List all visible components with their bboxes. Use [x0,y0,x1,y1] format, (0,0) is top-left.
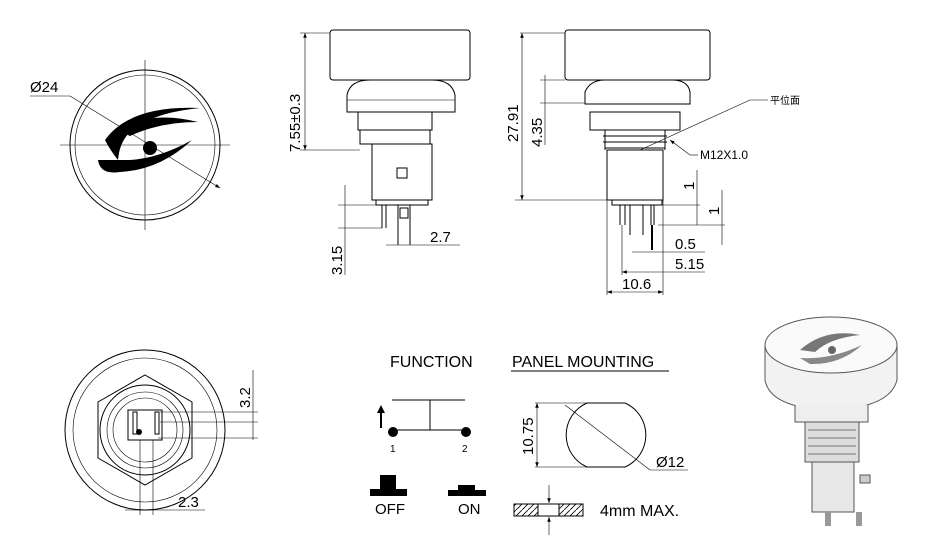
panel-mounting-diagram: PANEL MOUNTING 10.75 Ø12 4mm MAX. [511,354,688,535]
dome-height-dimension: 4.35 [529,118,546,147]
dim-1b: 1 [706,207,723,215]
logo-eye-icon [98,107,200,173]
bottom-view: 3.2 2.3 [64,349,258,515]
terminal-2-label: 2 [462,444,468,455]
flat-face-label: 平位面 [770,94,800,107]
on-label: ON [458,501,481,518]
height-dimension: 7.55±0.3 [287,94,304,152]
bottom-vertical-dimension: 3.2 [237,387,254,408]
on-state-icon [448,485,486,496]
panel-mounting-title: PANEL MOUNTING [512,354,654,371]
pin-width-dimension: 0.5 [675,236,696,253]
thread-label: M12X1.0 [700,148,748,162]
hole-diameter-label: Ø12 [656,454,684,471]
body-width-dimension: 10.6 [622,276,651,293]
arrow-up-icon [377,405,385,428]
terminal-1-label: 1 [390,444,396,455]
flat-dimension: 10.75 [520,417,537,455]
bottom-horizontal-dimension: 2.3 [178,494,199,511]
pin-length-dimension: 3.15 [329,246,346,275]
function-title: FUNCTION [390,354,473,371]
product-render [764,316,898,526]
off-label: OFF [375,501,405,518]
diameter-label: Ø24 [30,79,58,96]
function-diagram: FUNCTION 1 2 OFF ON [370,354,486,518]
dim-1a: 1 [681,182,698,190]
pin-spacing-dimension: 2.7 [430,229,451,246]
thickness-label: 4mm MAX. [600,503,679,520]
total-height-dimension: 27.91 [505,104,522,142]
off-state-icon [370,475,407,496]
top-view: Ø24 [30,60,230,230]
pin-offset-dimension: 5.15 [675,256,704,273]
side-view-right: 27.91 4.35 平位面 M12X1.0 1 1 0.5 5.15 10.6 [505,29,800,295]
side-view-left: 7.55±0.3 3.15 2.7 [287,29,471,275]
